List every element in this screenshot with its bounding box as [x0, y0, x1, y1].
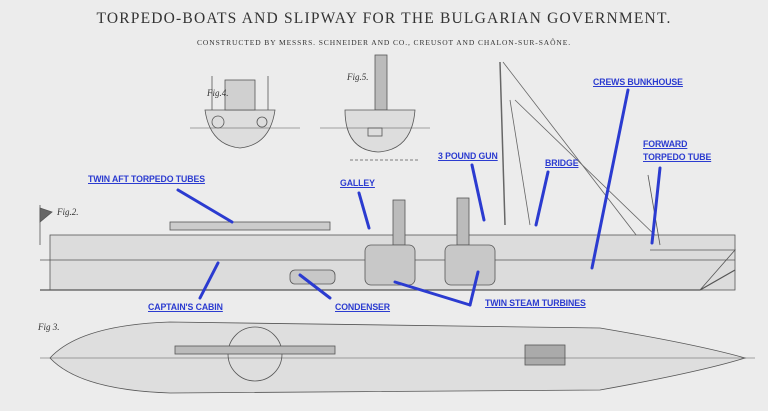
- fig5-label: Fig.5.: [347, 72, 369, 82]
- fig4-cross-section: [190, 76, 300, 149]
- label-twin-steam-turbines: TWIN STEAM TURBINES: [485, 298, 586, 309]
- fig5-cross-section: [320, 54, 430, 161]
- label-forward-torpedo-tube-line2: TORPEDO TUBE: [643, 152, 712, 163]
- annotation-leader-lines: [176, 88, 662, 307]
- fig2-side-elevation: [39, 174, 736, 291]
- label-galley: GALLEY: [340, 178, 375, 189]
- mast-rigging: [499, 61, 661, 241]
- label-twin-aft-torpedo-tubes: TWIN AFT TORPEDO TUBES: [88, 174, 205, 185]
- label-captains-cabin: CAPTAIN'S CABIN: [148, 302, 223, 313]
- fig3-label: Fig 3.: [38, 322, 60, 332]
- fig2-label: Fig.2.: [57, 207, 79, 217]
- label-bridge: BRIDGE: [545, 158, 579, 169]
- diagram-title: TORPEDO-BOATS AND SLIPWAY FOR THE BULGAR…: [96, 10, 672, 27]
- label-3-pound-gun: 3 POUND GUN: [438, 151, 498, 162]
- fig4-label: Fig.4.: [207, 88, 229, 98]
- diagram-subtitle: CONSTRUCTED BY MESSRS. SCHNEIDER AND CO.…: [197, 38, 571, 47]
- label-condenser: CONDENSER: [335, 302, 391, 313]
- fig3-plan-view: [40, 321, 755, 394]
- label-forward-torpedo-tube-line1: FORWARD: [643, 139, 688, 150]
- label-crews-bunkhouse: CREWS BUNKHOUSE: [593, 77, 683, 88]
